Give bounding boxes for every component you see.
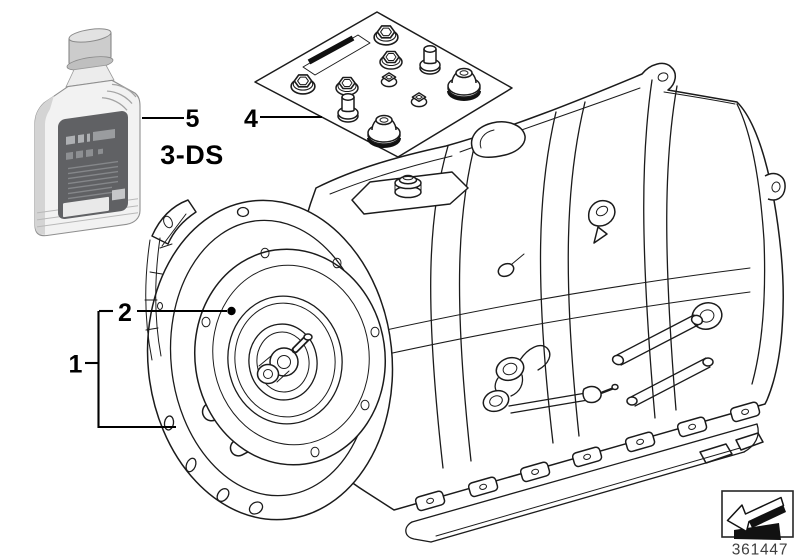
callout-2[interactable]: 2 <box>118 299 132 327</box>
oil-bottle-illustration <box>34 28 141 237</box>
variant-label: 3-DS <box>160 140 224 170</box>
callout-1[interactable]: 1 <box>69 351 83 379</box>
leader-bracket-1 <box>97 311 176 429</box>
leader-dot-2 <box>227 306 236 316</box>
kit-gasket-strip <box>307 35 355 65</box>
fastener-kit-illustration <box>254 11 513 158</box>
transmission-illustration <box>144 62 786 543</box>
direction-indicator: 361447 <box>721 490 794 559</box>
bottle-label <box>58 111 128 220</box>
dome-bolt <box>394 174 422 199</box>
oil-pan <box>405 401 761 543</box>
torque-converter <box>193 247 387 466</box>
shift-linkage <box>482 345 619 414</box>
bottle-cap <box>66 28 114 71</box>
breather-boss <box>587 199 616 244</box>
part-number: 361447 <box>732 542 789 559</box>
callouts: 5 3-DS 4 2 1 <box>69 105 322 429</box>
callout-5[interactable]: 5 <box>186 105 200 133</box>
direction-arrow-icon <box>726 496 786 540</box>
callout-4[interactable]: 4 <box>244 105 258 133</box>
